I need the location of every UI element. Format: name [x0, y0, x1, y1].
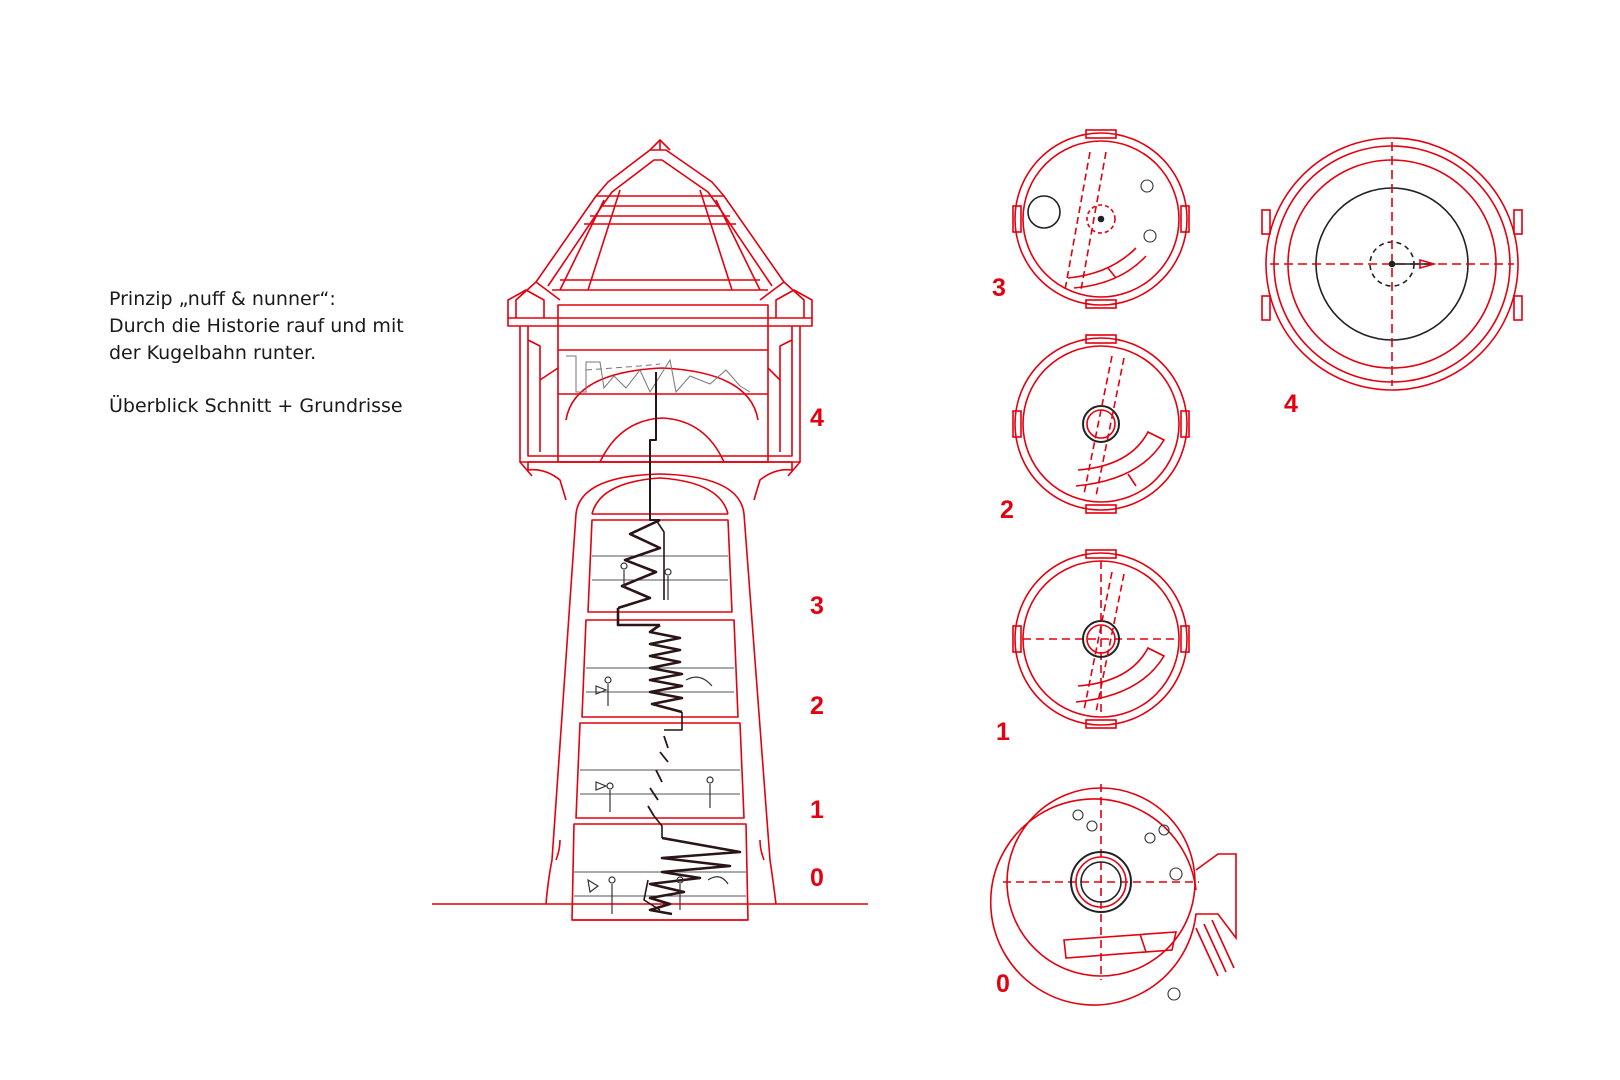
plan-level-labels: 3 2 1 0 4: [992, 274, 1298, 998]
plan-label-1: 1: [996, 718, 1010, 746]
floor-plan-2: [1012, 334, 1190, 514]
section-level-0: 0: [810, 864, 824, 892]
plan-label-2: 2: [1000, 496, 1014, 524]
plan-label-3: 3: [992, 274, 1006, 302]
ball-run-path: [616, 372, 742, 916]
person-figure-icon: [587, 562, 729, 914]
section-level-4: 4: [810, 404, 824, 432]
floor-plan-4: [1261, 137, 1523, 391]
floor-plan-3: [1012, 129, 1190, 309]
floor-plan-0: [989, 784, 1237, 1006]
section-level-3: 3: [810, 592, 824, 620]
description-line-4: Überblick Schnitt + Grundrisse: [109, 395, 403, 417]
section-level-2: 2: [810, 692, 824, 720]
floor-plans: [989, 129, 1523, 1006]
description-line-1: Prinzip „nuff & nunner“:: [109, 288, 336, 310]
description-text: Prinzip „nuff & nunner“: Durch die Histo…: [109, 286, 404, 420]
floor-plan-1: [1012, 549, 1190, 729]
section-level-labels: 4 3 2 1 0: [810, 404, 824, 892]
plan-label-0: 0: [996, 970, 1010, 998]
section-level-1: 1: [810, 796, 824, 824]
exhibition-floors: [566, 355, 751, 897]
visitor-group-icon: [1072, 179, 1183, 1001]
plan-label-4: 4: [1284, 390, 1298, 418]
description-line-2: Durch die Historie rauf und mit: [109, 315, 404, 337]
tower-section: [432, 139, 868, 921]
description-line-3: der Kugelbahn runter.: [109, 342, 317, 364]
